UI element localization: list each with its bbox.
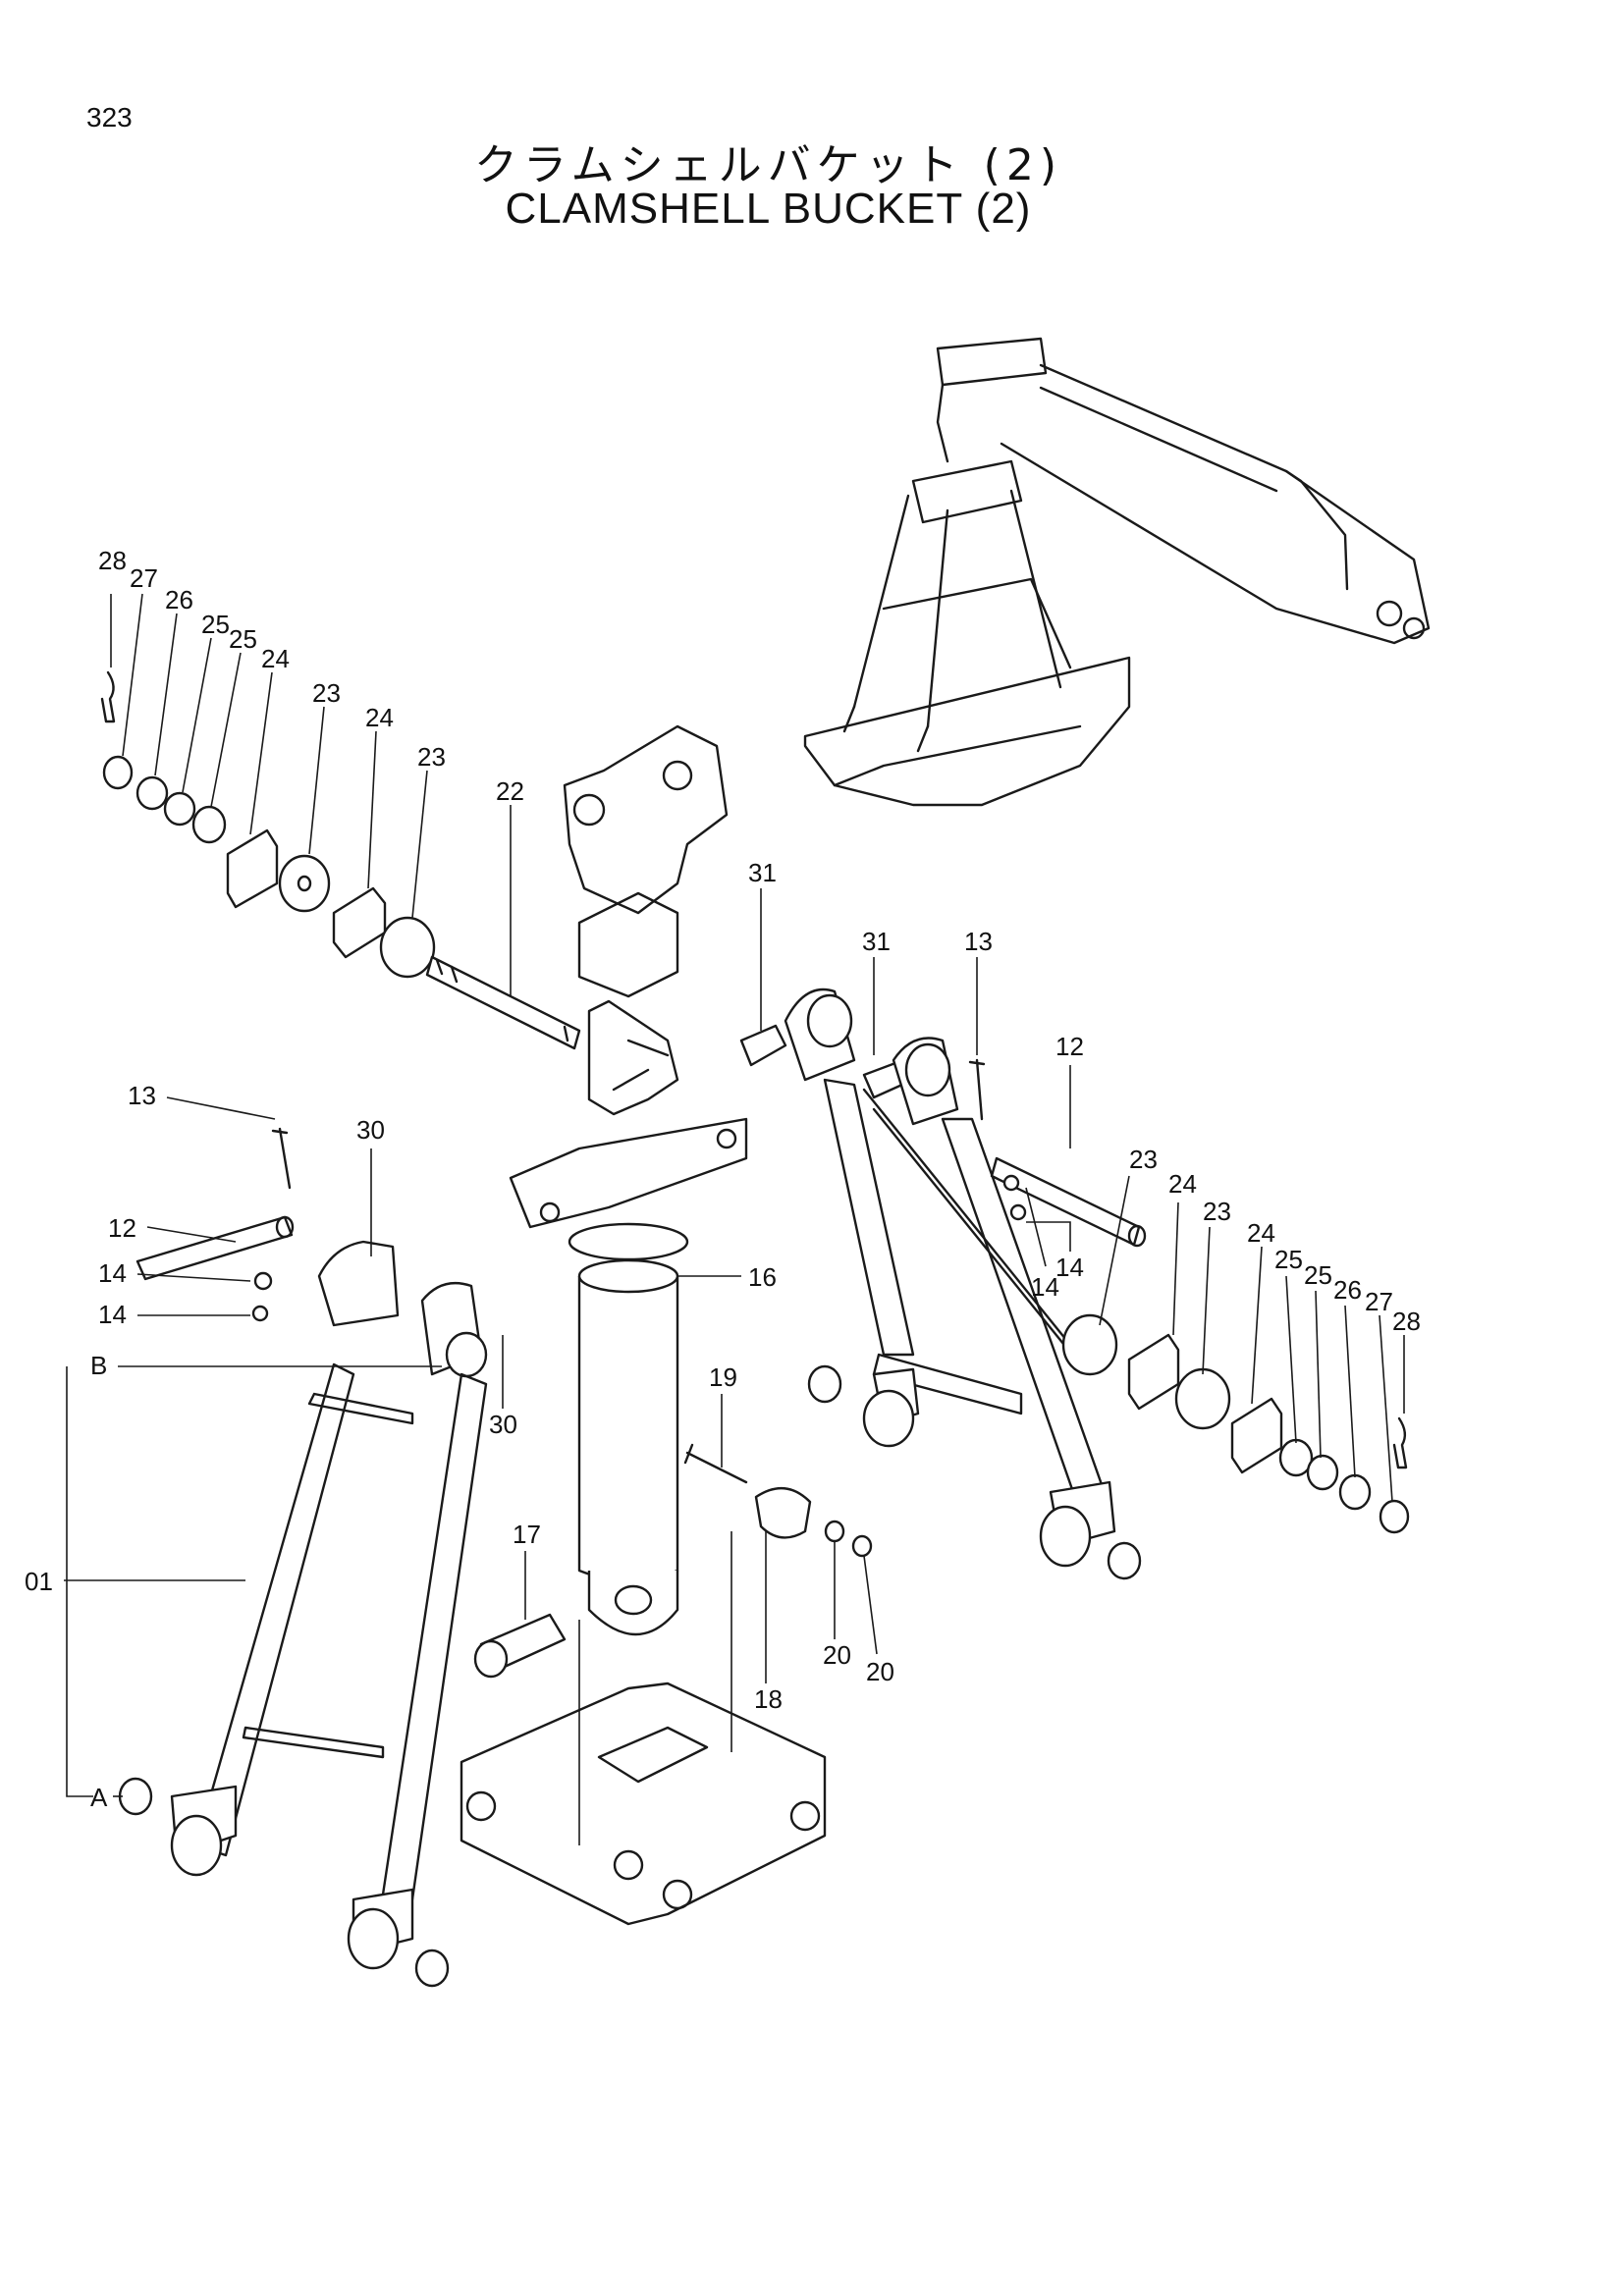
callout-24a-left: 24 xyxy=(261,644,290,673)
callout-23b-left: 23 xyxy=(417,742,446,772)
callout-14b-right: 14 xyxy=(1031,1272,1059,1302)
callout-24a-right: 24 xyxy=(1168,1169,1197,1199)
callout-23a-left: 23 xyxy=(312,678,341,708)
callout-A: A xyxy=(90,1783,108,1812)
callout-14b-left: 14 xyxy=(98,1300,127,1329)
callout-25b-left: 25 xyxy=(229,624,257,654)
callout-16: 16 xyxy=(748,1262,777,1292)
callout-25b-right: 25 xyxy=(1304,1260,1332,1290)
callout-22: 22 xyxy=(496,776,524,806)
callout-24b-right: 24 xyxy=(1247,1218,1275,1248)
callout-31a: 31 xyxy=(748,858,777,887)
callout-23a-right: 23 xyxy=(1129,1145,1158,1174)
left-link-arm-01 xyxy=(118,1127,488,1988)
callout-17: 17 xyxy=(513,1520,541,1549)
callout-01: 01 xyxy=(25,1567,53,1596)
right-link-arm xyxy=(739,988,1147,1580)
callout-14a-right: 14 xyxy=(1055,1253,1084,1282)
callout-30b: 30 xyxy=(489,1410,517,1439)
callout-28-left: 28 xyxy=(98,546,127,575)
callout-27-left: 27 xyxy=(130,563,158,593)
page-title-english: CLAMSHELL BUCKET (2) xyxy=(505,185,1032,233)
pin-22 xyxy=(425,955,581,1050)
right-pin-hardware-stack xyxy=(1061,1313,1410,1534)
callout-30a: 30 xyxy=(356,1115,385,1145)
callout-25a-right: 25 xyxy=(1274,1245,1303,1274)
callout-19: 19 xyxy=(709,1362,737,1392)
callout-B: B xyxy=(90,1351,107,1380)
callout-13-right: 13 xyxy=(964,927,993,956)
upper-bracket xyxy=(563,724,729,1116)
hydraulic-cylinder-16 xyxy=(509,1117,748,1635)
callout-12-right: 12 xyxy=(1055,1032,1084,1061)
callout-20a: 20 xyxy=(823,1640,851,1670)
machine-overview-illustration xyxy=(803,337,1431,807)
callout-12-left: 12 xyxy=(108,1213,136,1243)
callout-28-right: 28 xyxy=(1392,1307,1421,1336)
page-title-japanese: クラムシェルバケット (2) xyxy=(474,140,1062,190)
callout-31b: 31 xyxy=(862,927,891,956)
bucket-mount-base xyxy=(460,1443,873,1926)
callout-numbers: 28 27 26 25 25 24 23 24 23 22 31 31 13 1… xyxy=(25,546,1421,1812)
left-pin-hardware-stack xyxy=(100,670,436,979)
callout-20b: 20 xyxy=(866,1657,894,1686)
callout-14a-left: 14 xyxy=(98,1258,127,1288)
page-number: 323 xyxy=(86,102,133,133)
callout-23b-right: 23 xyxy=(1203,1197,1231,1226)
callout-18: 18 xyxy=(754,1684,783,1714)
callout-25a-left: 25 xyxy=(201,610,230,639)
callout-24b-left: 24 xyxy=(365,703,394,732)
callout-13-left: 13 xyxy=(128,1081,156,1110)
callout-27-right: 27 xyxy=(1365,1287,1393,1316)
callout-26-left: 26 xyxy=(165,585,193,614)
callout-26-right: 26 xyxy=(1333,1275,1362,1305)
callout-leader-lines xyxy=(64,593,1405,1845)
